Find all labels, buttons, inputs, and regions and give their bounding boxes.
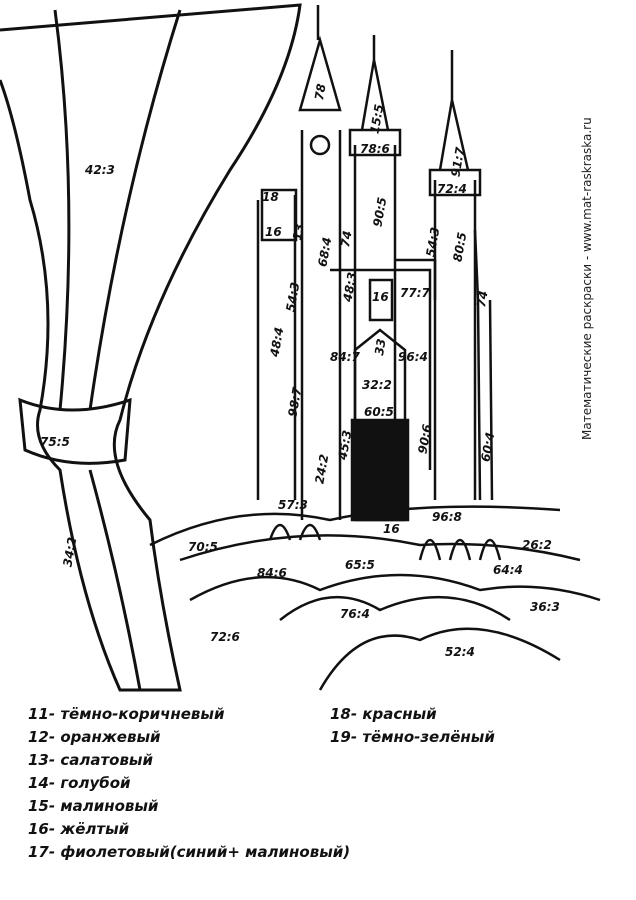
region-label: 64:4 xyxy=(493,563,523,577)
legend-item: 15- малиновый xyxy=(28,797,159,815)
region-label: 32:2 xyxy=(362,378,392,392)
region-label: 60:5 xyxy=(364,405,394,419)
region-label: 26:2 xyxy=(522,538,552,552)
color-legend-left: 11- тёмно-коричневый 12- оранжевый 13- с… xyxy=(28,703,350,864)
region-label: 13 xyxy=(290,222,307,242)
region-label: 76:4 xyxy=(340,607,370,621)
curtain-fold xyxy=(18,9,182,691)
legend-item: 16- жёлтый xyxy=(28,820,130,838)
legend-item: 18- красный xyxy=(330,705,437,723)
legend-item: 12- оранжевый xyxy=(28,728,161,746)
legend-item: 19- тёмно-зелёный xyxy=(330,728,495,746)
region-label: 57:3 xyxy=(278,498,308,512)
legend-item: 11- тёмно-коричневый xyxy=(28,705,225,723)
region-label: 74 xyxy=(474,289,491,309)
region-label: 33 xyxy=(372,337,389,357)
region-label: 78:6 xyxy=(360,142,390,156)
region-label: 42:3 xyxy=(85,163,115,177)
region-label: 96:4 xyxy=(398,350,428,364)
region-label: 70:5 xyxy=(188,540,218,554)
curtain xyxy=(0,3,302,692)
region-label: 16 xyxy=(265,225,282,239)
castle xyxy=(256,5,494,522)
region-label: 16 xyxy=(383,522,400,536)
site-watermark: Математические раскраски - www.mat-raskr… xyxy=(580,117,594,440)
legend-item: 14- голубой xyxy=(28,774,131,792)
region-label: 78 xyxy=(312,82,329,102)
region-label: 72:4 xyxy=(437,182,467,196)
landscape xyxy=(149,505,601,691)
region-label: 65:5 xyxy=(345,558,375,572)
region-label: 72:6 xyxy=(210,630,240,644)
region-label: 84:7 xyxy=(330,350,360,364)
region-label: 77:7 xyxy=(400,286,430,300)
region-label: 96:8 xyxy=(432,510,462,524)
legend-item: 13- салатовый xyxy=(28,751,154,769)
region-label: 16 xyxy=(372,290,389,304)
region-label: 75:5 xyxy=(40,435,70,449)
region-label: 52:4 xyxy=(445,645,475,659)
region-label: 84:6 xyxy=(257,566,287,580)
region-label: 18 xyxy=(262,190,279,204)
color-legend-right: 18- красный 19- тёмно-зелёный xyxy=(330,703,495,749)
region-label: 74 xyxy=(338,229,355,249)
legend-item: 17- фиолетовый(синий+ малиновый) xyxy=(28,843,351,861)
region-label: 36:3 xyxy=(530,600,560,614)
